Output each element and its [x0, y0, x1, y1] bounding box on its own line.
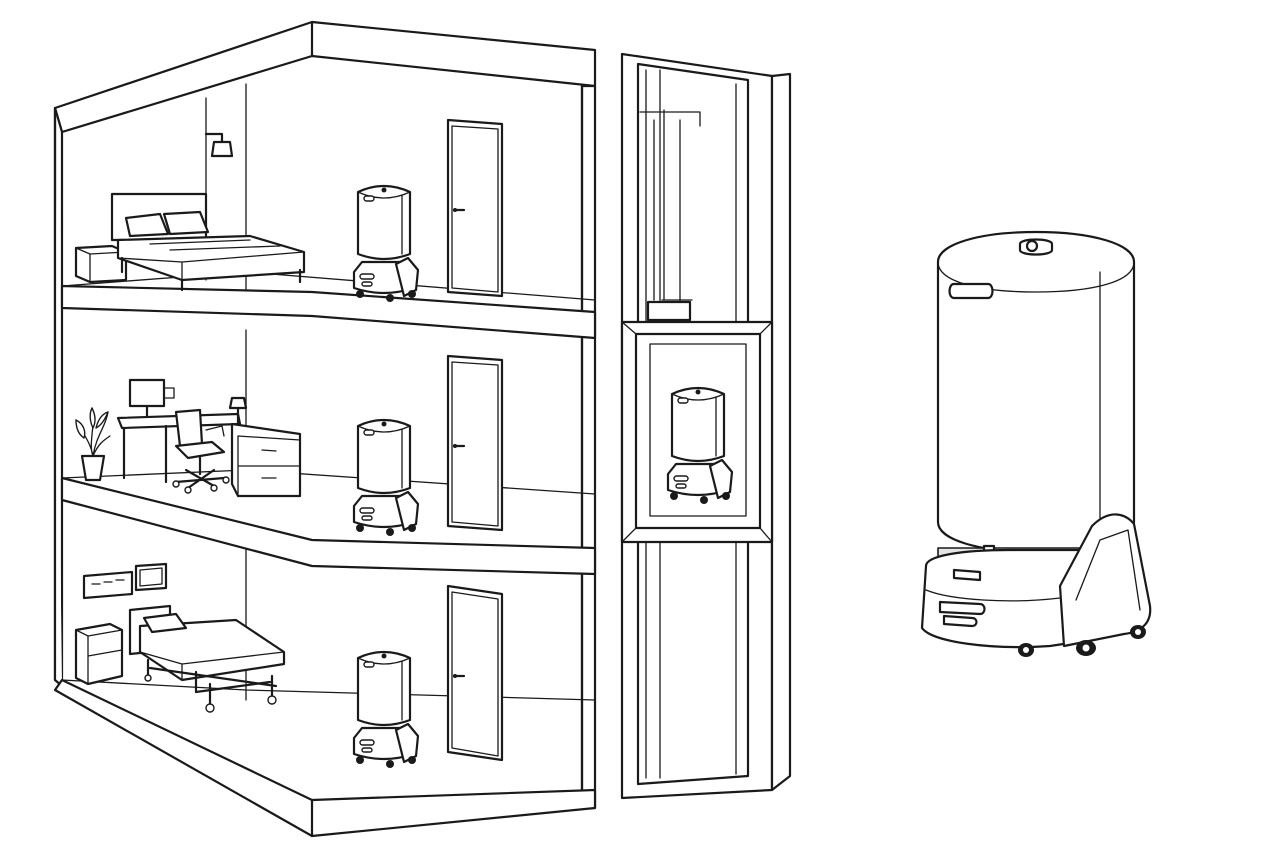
delivery-robot-closeup — [920, 230, 1152, 657]
robot-top-floor — [352, 184, 420, 304]
building-cutaway — [53, 20, 597, 838]
hospital-room-furniture — [74, 562, 286, 713]
door-top — [446, 118, 504, 298]
robot-bottom-floor — [352, 650, 420, 770]
door-middle — [446, 354, 504, 532]
door-bottom — [446, 584, 504, 762]
robot-middle-floor — [352, 418, 420, 538]
office-furniture — [75, 378, 302, 498]
robot-elevator-car — [666, 386, 734, 506]
bedroom-furniture — [74, 132, 306, 292]
